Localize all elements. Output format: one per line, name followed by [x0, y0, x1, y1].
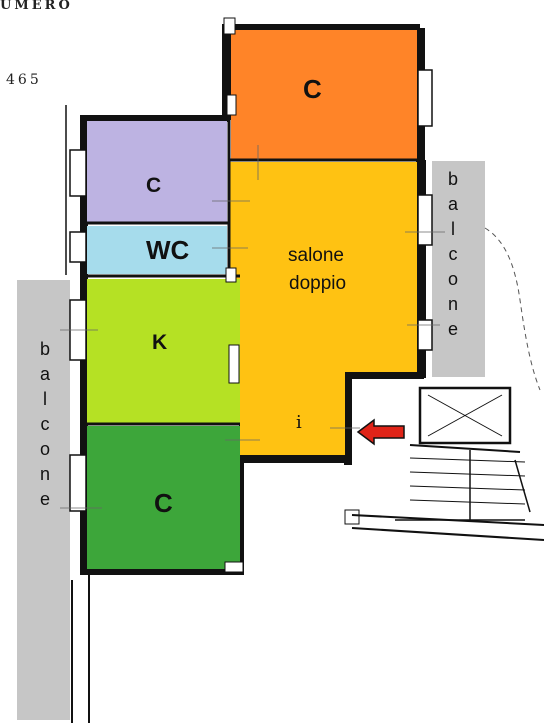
- window: [417, 194, 433, 246]
- column-hatch: [226, 94, 237, 116]
- column-hatch: [223, 17, 236, 35]
- stair-rail: [514, 459, 531, 513]
- column-hatch: [225, 267, 237, 283]
- window: [69, 149, 87, 197]
- stair-step: [409, 499, 526, 505]
- partial-number: 465: [6, 72, 42, 88]
- balcony-letter: e: [39, 489, 50, 509]
- balcony-letter: a: [447, 194, 458, 214]
- balcony-letter: c: [40, 414, 50, 434]
- window: [417, 319, 433, 351]
- room-label-kitchen: K: [152, 331, 168, 354]
- balcony-letter: e: [447, 319, 458, 339]
- column-hatch: [344, 509, 360, 525]
- stair-step: [409, 471, 526, 477]
- balcony-letter: b: [447, 169, 458, 189]
- wall-left-top: [80, 115, 230, 122]
- window: [69, 231, 87, 263]
- balcony-letter: c: [448, 244, 458, 264]
- column-hatch: [228, 344, 240, 384]
- room-bedroom-bottom: [87, 426, 240, 569]
- stair-landing: [418, 386, 512, 445]
- room-label-living-line1: salone: [288, 245, 344, 266]
- room-label-bedroom-left: C: [146, 174, 162, 197]
- outline-line: [351, 527, 544, 541]
- balcony-right: [432, 161, 485, 377]
- wall-bottom-left: [80, 567, 244, 575]
- wall-bottom-main: [238, 455, 348, 463]
- balcony-left: [17, 280, 70, 720]
- stair-cross: [427, 394, 503, 437]
- balcony-letter: o: [39, 439, 50, 459]
- wall-entrance: [344, 375, 352, 465]
- room-living: [230, 162, 417, 455]
- balcony-letter: o: [447, 269, 458, 289]
- balcony-letter: l: [43, 389, 47, 409]
- window: [69, 454, 87, 512]
- room-label-bathroom: WC: [146, 235, 190, 265]
- stair-dashed-curve: [484, 227, 541, 391]
- balcony-letter: n: [447, 294, 458, 314]
- balcony-letter: n: [39, 464, 50, 484]
- partial-title: UMERO: [0, 0, 73, 13]
- balcony-letter: l: [451, 219, 455, 239]
- room-bathroom: [87, 226, 227, 274]
- room-label-living-line2: doppio: [289, 273, 347, 294]
- stair-step: [409, 457, 526, 463]
- balcony-letter: a: [39, 364, 50, 384]
- room-label-bedroom-top: C: [303, 74, 322, 104]
- room-kitchen: [87, 279, 240, 423]
- room-bedroom-top: [231, 30, 417, 160]
- column-hatch: [224, 561, 244, 573]
- room-bedroom-left: [87, 121, 227, 223]
- wall-right-main: [416, 160, 426, 378]
- balcony-letter: b: [39, 339, 50, 359]
- entrance-arrow-icon: [356, 418, 405, 446]
- wall-inner-left: [222, 24, 231, 120]
- wall-entrance-top: [344, 372, 424, 379]
- room-label-bedroom-bottom: C: [154, 488, 173, 518]
- stair-edge: [409, 444, 521, 453]
- window: [417, 69, 433, 127]
- stair-step: [409, 485, 526, 491]
- entrance-label: i: [296, 412, 302, 433]
